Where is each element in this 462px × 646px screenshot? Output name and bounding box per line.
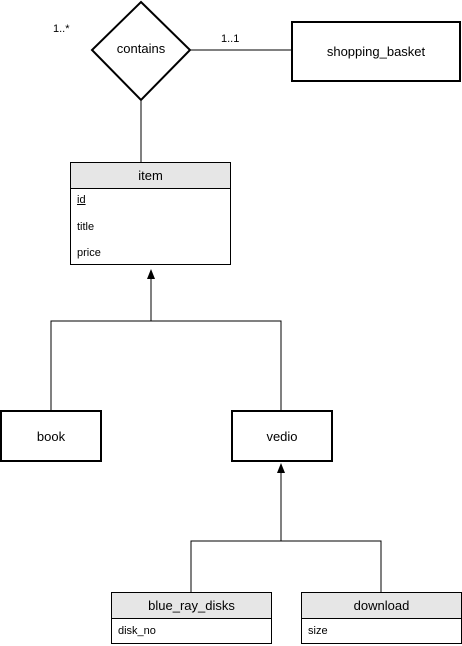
contains-label: contains bbox=[116, 41, 166, 56]
class-blue-ray-disks-header: blue_ray_disks bbox=[112, 593, 271, 619]
attr-size: size bbox=[308, 625, 328, 637]
class-blue-ray-disks[interactable]: blue_ray_disks disk_no bbox=[111, 592, 272, 644]
class-download[interactable]: download size bbox=[301, 592, 462, 644]
multiplicity-right: 1..1 bbox=[221, 33, 240, 45]
attr-title: title bbox=[77, 221, 95, 233]
entity-vedio[interactable]: vedio bbox=[231, 410, 333, 462]
class-item[interactable]: item id title price bbox=[70, 162, 231, 265]
attr-price: price bbox=[77, 247, 101, 259]
attr-id: id bbox=[77, 194, 86, 206]
shopping-basket-label: shopping_basket bbox=[326, 44, 426, 59]
class-download-header: download bbox=[302, 593, 461, 619]
inheritance-arrowhead-vedio bbox=[277, 463, 285, 473]
inheritance-vedio bbox=[190, 471, 382, 592]
contains-diamond bbox=[90, 0, 192, 102]
entity-shopping-basket[interactable]: shopping_basket bbox=[291, 21, 461, 82]
vedio-label: vedio bbox=[266, 428, 298, 444]
multiplicity-left: 1..* bbox=[53, 23, 70, 35]
inheritance-item bbox=[50, 277, 282, 411]
book-label: book bbox=[36, 428, 66, 444]
class-item-header: item bbox=[71, 163, 230, 189]
entity-book[interactable]: book bbox=[0, 410, 102, 462]
attr-disk-no: disk_no bbox=[118, 625, 156, 637]
inheritance-arrowhead-item bbox=[147, 269, 155, 279]
